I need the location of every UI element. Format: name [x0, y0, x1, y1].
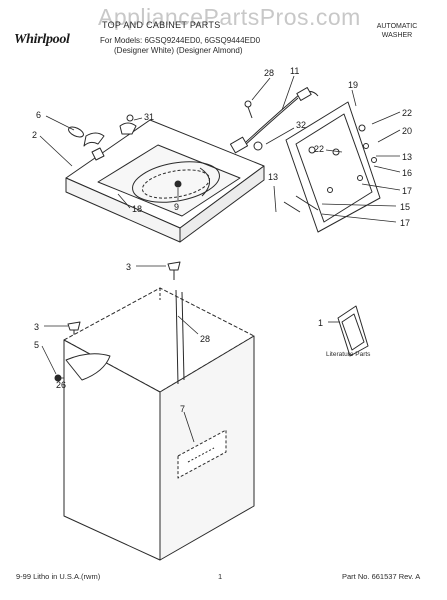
whirlpool-logo: Whirlpool: [14, 32, 70, 47]
model-numbers: For Models: 6GSQ9244ED0, 6GSQ9444ED0: [100, 36, 261, 45]
product-type: AUTOMATIC WASHER: [368, 22, 426, 40]
lid-switch-harness: [229, 87, 319, 154]
callout-22-inner: 22: [314, 144, 324, 154]
callout-1: 1: [318, 318, 323, 328]
product-type-line-1: AUTOMATIC: [376, 23, 418, 30]
callout-numbers: 28 11 19 32 22 20 22 13 16 17 15 17 13 3…: [32, 66, 412, 414]
callout-17-upper: 17: [402, 186, 412, 196]
callout-19: 19: [348, 80, 358, 90]
literature-parts-caption: Literature Parts: [326, 351, 371, 358]
washer-lid: [283, 101, 381, 233]
watermark: AppliancePartsPros.com: [98, 4, 361, 30]
callout-32: 32: [296, 120, 306, 130]
callout-15: 15: [400, 202, 410, 212]
top-left-hinge-parts: [68, 114, 137, 161]
callout-26: 26: [56, 380, 66, 390]
callout-7: 7: [180, 404, 185, 414]
washer-top: [65, 119, 265, 243]
callout-28-top: 28: [264, 68, 274, 78]
hold-down-clips: [67, 261, 181, 340]
callout-3-upper: 3: [126, 262, 131, 272]
callout-3-lower: 3: [34, 322, 39, 332]
callout-20: 20: [402, 126, 412, 136]
page-title: TOP AND CABINET PARTS: [102, 20, 221, 30]
footer-part-number: Part No. 661537 Rev. A: [342, 572, 421, 581]
callout-11: 11: [290, 66, 299, 76]
callout-5: 5: [34, 340, 39, 350]
callout-13-right: 13: [402, 152, 412, 162]
footer-litho: 9-99 Litho in U.S.A.(rwm): [16, 572, 101, 581]
callout-16: 16: [402, 168, 412, 178]
product-type-line-2: WASHER: [381, 32, 413, 39]
callout-17-lower: 17: [400, 218, 410, 228]
literature-parts: [337, 305, 369, 357]
footer-page-number: 1: [218, 572, 223, 581]
callout-18: 18: [132, 204, 142, 214]
washer-cabinet: [54, 287, 255, 561]
callout-9: 9: [174, 202, 179, 212]
callout-6: 6: [36, 110, 41, 120]
callout-13-left: 13: [268, 172, 278, 182]
callout-22-right: 22: [402, 108, 412, 118]
color-variants: (Designer White) (Designer Almond): [114, 46, 243, 55]
callout-2: 2: [32, 130, 37, 140]
callout-28-cabinet: 28: [200, 334, 210, 344]
callout-31: 31: [144, 112, 154, 122]
leader-lines: [39, 75, 401, 443]
